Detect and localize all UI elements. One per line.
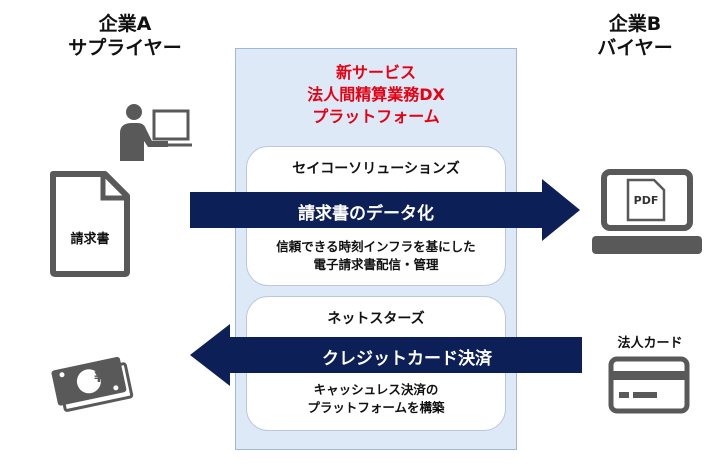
company-a-title: 企業A サプライヤー	[40, 12, 210, 60]
arrow-invoice-label: 請求書のデータ化	[298, 204, 434, 224]
card-netstars-desc: キャッシュレス決済の プラットフォームを構築	[246, 381, 506, 417]
card-seiko-desc-line1: 信頼できる時刻インフラを基にした	[276, 239, 476, 254]
service-title-line3: プラットフォーム	[312, 107, 440, 126]
card-netstars-desc-line1: キャッシュレス決済の	[313, 382, 439, 397]
service-title-line1: 新サービス	[335, 63, 416, 82]
company-a-role: サプライヤー	[68, 37, 182, 59]
document-icon	[50, 171, 130, 277]
arrow-right-invoice	[190, 179, 580, 241]
company-b-title: 企業B バイヤー	[565, 12, 705, 60]
banknote-icon	[51, 356, 134, 412]
credit-card-icon	[608, 356, 690, 414]
card-seiko-desc-line2: 電子請求書配信・管理	[313, 257, 439, 272]
pdf-label: PDF	[633, 194, 659, 207]
company-a-name: 企業A	[98, 13, 152, 35]
card-seiko-desc: 信頼できる時刻インフラを基にした 電子請求書配信・管理	[246, 238, 506, 274]
person-computer-icon	[120, 104, 192, 161]
service-title-line2: 法人間精算業務DX	[307, 85, 445, 104]
arrow-left-payment	[190, 324, 582, 386]
company-b-role: バイヤー	[597, 37, 673, 59]
service-title: 新サービス 法人間精算業務DX プラットフォーム	[235, 62, 517, 128]
invoice-label: 請求書	[70, 232, 110, 247]
yen-symbol: ¥	[94, 370, 104, 386]
laptop-pdf-icon	[592, 169, 702, 254]
company-b-name: 企業B	[608, 13, 662, 35]
corporate-card-label: 法人カード	[617, 336, 683, 351]
card-seiko-name: セイコーソリューションズ	[292, 161, 460, 177]
card-netstars-desc-line2: プラットフォームを構築	[307, 400, 445, 415]
arrow-payment-label: クレジットカード決済	[322, 349, 492, 369]
card-netstars-name: ネットスターズ	[327, 311, 425, 327]
